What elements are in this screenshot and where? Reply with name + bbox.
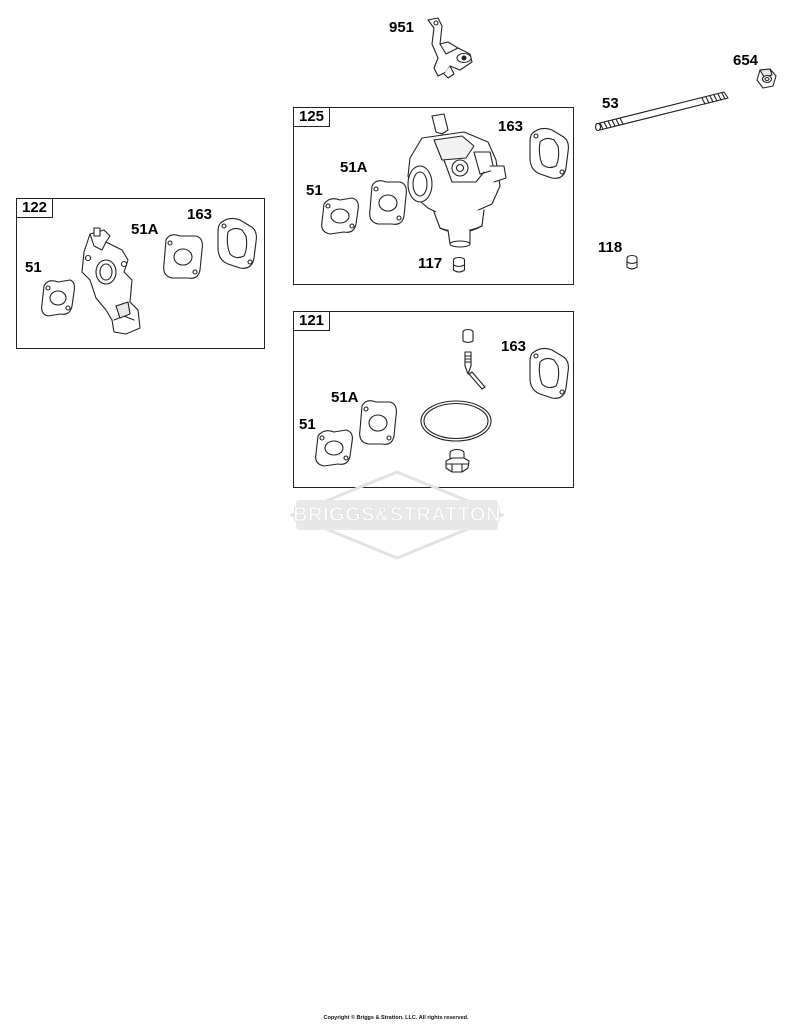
- gasket-163-box125[interactable]: [526, 126, 572, 182]
- callout-125-51: 51: [306, 182, 323, 199]
- gasket-163-box121[interactable]: [526, 346, 572, 402]
- throttle-bracket-part[interactable]: [420, 14, 490, 84]
- callout-121-51: 51: [299, 416, 316, 433]
- callout-654: 654: [733, 52, 759, 69]
- plug-117-part[interactable]: [451, 256, 467, 276]
- copyright-notice: Copyright © Briggs & Stratton, LLC. All …: [323, 1015, 469, 1021]
- callout-125-117: 117: [418, 255, 443, 272]
- callout-125-163: 163: [498, 118, 524, 135]
- callout-122-51: 51: [25, 259, 42, 276]
- kit-box-122: 122: [16, 198, 265, 349]
- stud-part[interactable]: [592, 86, 732, 136]
- bowl-o-ring-part[interactable]: [418, 398, 494, 444]
- callout-53: 53: [602, 95, 619, 112]
- inlet-needle-part[interactable]: [461, 350, 475, 376]
- brand-watermark: BRIGGS&STRATTON: [290, 470, 504, 560]
- callout-118: 118: [598, 239, 623, 256]
- gasket-163-box122[interactable]: [214, 216, 260, 272]
- float-pin-part[interactable]: [466, 370, 488, 392]
- callout-121-163: 163: [501, 338, 527, 355]
- gasket-51a-box121[interactable]: [356, 396, 400, 450]
- carburetor-part[interactable]: [404, 112, 514, 252]
- bowl-nut-part[interactable]: [442, 446, 472, 476]
- plug-118-part[interactable]: [624, 254, 640, 272]
- kit-number-122: 122: [17, 199, 54, 218]
- fuel-valve-seat-part[interactable]: [460, 328, 476, 346]
- callout-125-51a: 51A: [340, 159, 368, 176]
- kit-box-125: 125: [293, 107, 574, 285]
- kit-number-121: 121: [294, 312, 331, 331]
- callout-951: 951: [389, 19, 415, 36]
- kit-number-125: 125: [294, 108, 331, 127]
- callout-122-163: 163: [187, 206, 213, 223]
- gasket-51-box125[interactable]: [318, 194, 362, 238]
- gasket-51a-box122[interactable]: [160, 230, 206, 284]
- nut-part[interactable]: [754, 67, 778, 91]
- callout-122-51a: 51A: [131, 221, 159, 238]
- watermark-text: BRIGGS&STRATTON: [293, 504, 501, 527]
- carburetor-adapter-part[interactable]: [76, 227, 148, 338]
- gasket-51a-box125[interactable]: [366, 176, 410, 230]
- callout-121-51a: 51A: [331, 389, 359, 406]
- gasket-51-box121[interactable]: [312, 426, 356, 470]
- gasket-51-box122[interactable]: [38, 276, 78, 320]
